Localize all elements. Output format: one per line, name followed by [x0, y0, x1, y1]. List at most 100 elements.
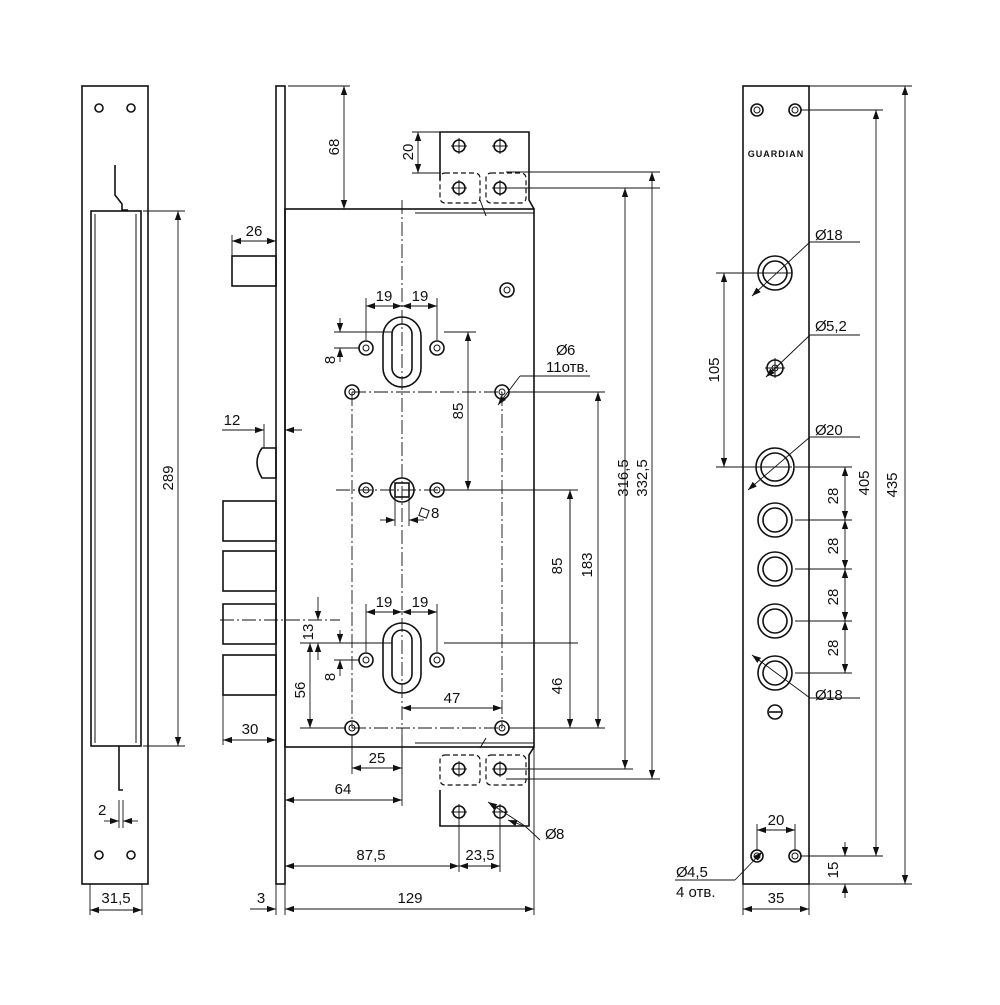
dim-hole-6: 6: [567, 342, 575, 359]
dim-35: 35: [768, 890, 785, 907]
dim-28-c: 28: [825, 589, 842, 606]
dim-105: 105: [706, 357, 723, 382]
dim-23-5: 23,5: [465, 847, 494, 864]
deadbolt: [222, 603, 277, 645]
dim-25: 25: [369, 750, 386, 767]
hole-deadbolt: [757, 603, 793, 639]
main-faceplate: [275, 85, 286, 885]
dim-20-bracket: 20: [400, 144, 417, 161]
dim-47: 47: [444, 690, 461, 707]
side-screw-hole: [94, 850, 104, 860]
bracket-holes: [451, 138, 508, 820]
bolts: [222, 255, 277, 696]
side-screw-hole: [126, 103, 136, 113]
brand-logo: GUARDIAN: [748, 149, 805, 159]
svg-text:Ø: Ø: [556, 342, 568, 359]
bottom-bracket-slot: [439, 754, 481, 786]
dim-19-lower-left: 19: [376, 594, 393, 611]
dim-46: 46: [549, 678, 566, 695]
dim-15: 15: [825, 862, 842, 879]
svg-text:Ø: Ø: [815, 318, 827, 335]
screw-hole: [750, 849, 764, 863]
dim-56: 56: [292, 682, 309, 699]
dim-20: 20: [826, 422, 843, 439]
dim-332-5: 332,5: [634, 459, 651, 497]
bottom-bracket: [439, 746, 535, 827]
small-slot: [767, 704, 783, 720]
side-view: 289 2 31,5: [81, 85, 185, 915]
screw-hole: [788, 849, 802, 863]
svg-text:Ø: Ø: [815, 422, 827, 439]
main-lock-body: [284, 208, 535, 748]
side-lock-body: [90, 210, 142, 747]
dim-19-upper-right: 19: [412, 288, 429, 305]
mounting-holes: [344, 282, 515, 736]
dim-4-5: 4,5: [687, 864, 708, 881]
side-faceplate: [81, 85, 149, 885]
dim-mount-8: 8: [556, 826, 564, 843]
top-bolt: [231, 255, 277, 287]
upper-cylinder-keyhole: [391, 323, 413, 379]
deadbolt: [222, 654, 277, 696]
dim-12: 12: [224, 412, 241, 429]
hole-count-11: 11отв.: [546, 359, 589, 376]
dim-129: 129: [397, 890, 422, 907]
dim-2: 2: [98, 802, 106, 819]
side-screw-hole: [94, 103, 104, 113]
front-view: GUARDIAN Ø 18 Ø 5,2: [675, 85, 912, 915]
lower-cylinder-keyhole: [391, 629, 413, 685]
top-bracket-slot: [439, 172, 481, 204]
screw-hole: [750, 103, 764, 117]
dim-8-lower: 8: [322, 673, 339, 681]
dim-85-lower: 85: [549, 558, 566, 575]
dim-13: 13: [300, 624, 317, 641]
deadbolt: [222, 550, 277, 592]
dim-183: 183: [579, 552, 596, 577]
bottom-bracket-slot: [485, 754, 527, 786]
svg-text:Ø: Ø: [676, 864, 688, 881]
dim-87-5: 87,5: [356, 847, 385, 864]
side-screw-hole: [126, 850, 136, 860]
dim-85-upper: 85: [450, 403, 467, 420]
dim-28-d: 28: [825, 640, 842, 657]
spindle-hub: [389, 477, 415, 503]
hole-18-bottom: [757, 655, 793, 691]
dim-5-2: 5,2: [826, 318, 847, 335]
dim-68: 68: [326, 139, 343, 156]
dim-28-a: 28: [825, 488, 842, 505]
dim-20-screws: 20: [768, 812, 785, 829]
dim-31-5: 31,5: [101, 890, 130, 907]
dim-spindle-8: 8: [431, 505, 439, 522]
main-view: 68 20 26 12 30 19 19 8: [220, 85, 660, 915]
hole-deadbolt: [757, 502, 793, 538]
hole-deadbolt: [757, 551, 793, 587]
svg-text:Ø: Ø: [815, 687, 827, 704]
screw-hole: [788, 103, 802, 117]
latch-bolt: [256, 447, 277, 479]
dim-26: 26: [246, 223, 263, 240]
dim-18-top: 18: [826, 227, 843, 244]
dim-405: 405: [856, 470, 873, 495]
front-faceplate: [742, 85, 810, 885]
svg-text:Ø: Ø: [815, 227, 827, 244]
dim-64: 64: [335, 781, 352, 798]
dim-289: 289: [160, 465, 177, 490]
dim-3: 3: [257, 890, 265, 907]
side-wire-bottom: [118, 746, 123, 791]
dim-435: 435: [884, 472, 901, 497]
dim-8-upper: 8: [322, 356, 339, 364]
dim-19-upper-left: 19: [376, 288, 393, 305]
top-bracket: [439, 131, 535, 210]
dim-316-5: 316,5: [615, 459, 632, 497]
dim-30: 30: [242, 721, 259, 738]
screw-count: 4 отв.: [676, 884, 716, 901]
side-wire-top: [114, 165, 128, 211]
dim-28-b: 28: [825, 538, 842, 555]
svg-text:Ø: Ø: [545, 826, 557, 843]
spindle-square: [394, 482, 410, 498]
top-bracket-slot: [485, 172, 527, 204]
deadbolt: [222, 500, 277, 542]
dim-19-lower-right: 19: [412, 594, 429, 611]
